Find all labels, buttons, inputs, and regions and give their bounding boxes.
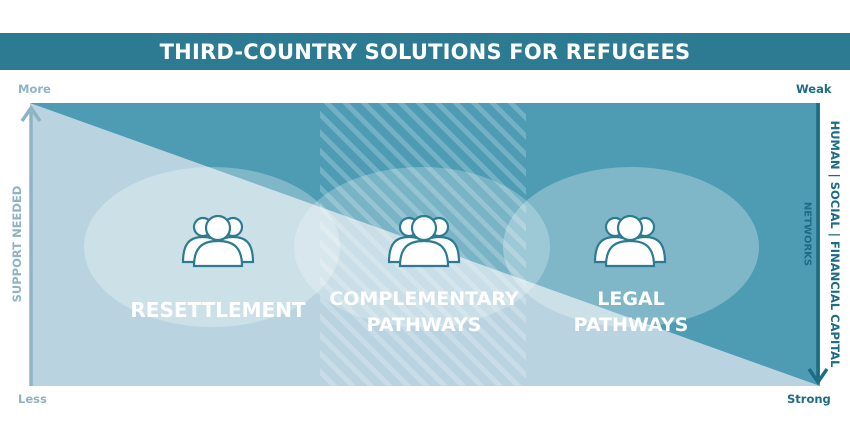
category-label-legal-line1: LEGAL — [597, 288, 665, 310]
people-group-icon — [181, 214, 255, 268]
category-label-resettlement: RESETTLEMENT — [130, 298, 306, 322]
axis-label-strong: Strong — [787, 392, 831, 406]
support-axis-arrow — [20, 104, 42, 386]
category-label-complementary-line2: PATHWAYS — [367, 314, 482, 336]
page-title: THIRD-COUNTRY SOLUTIONS FOR REFUGEES — [159, 39, 691, 64]
people-group-icon — [593, 214, 667, 268]
networks-axis-arrow — [807, 103, 829, 386]
category-label-complementary-line1: COMPLEMENTARY — [329, 288, 519, 310]
axis-label-less: Less — [18, 392, 47, 406]
category-label-legal-line2: PATHWAYS — [574, 314, 689, 336]
capital-label: HUMAN | SOCIAL | FINANCIAL CAPITAL — [828, 120, 842, 368]
networks-label: NETWORKS — [801, 201, 813, 267]
people-group-icon — [387, 214, 461, 268]
title-banner: THIRD-COUNTRY SOLUTIONS FOR REFUGEES — [0, 33, 850, 70]
axis-label-more: More — [18, 82, 51, 96]
support-needed-label: SUPPORT NEEDED — [10, 185, 24, 303]
axis-label-weak: Weak — [796, 82, 832, 96]
